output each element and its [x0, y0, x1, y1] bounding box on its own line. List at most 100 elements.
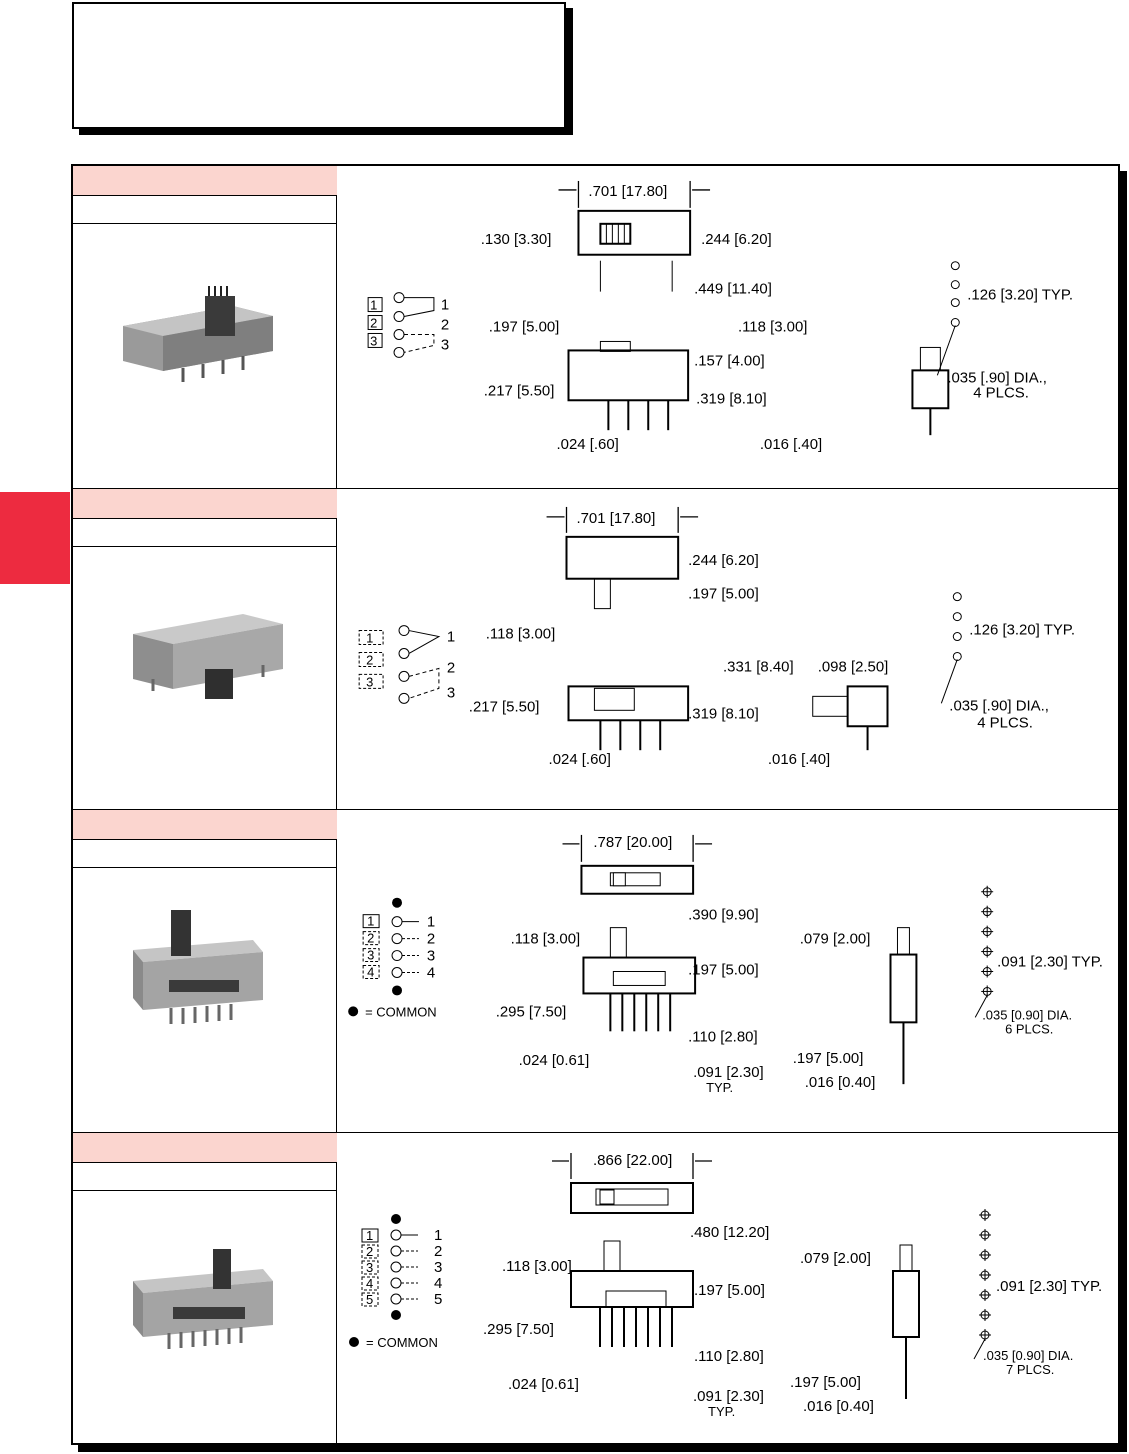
svg-text:.701 [17.80]: .701 [17.80] [588, 183, 667, 200]
svg-text:.197 [5.00]: .197 [5.00] [688, 961, 759, 978]
svg-text:2: 2 [366, 1244, 373, 1259]
circuit-schematic: 1 2 3 1 2 3 [358, 625, 455, 704]
svg-text:TYP.: TYP. [706, 1080, 733, 1095]
svg-text:2: 2 [441, 316, 449, 333]
product-row: .701 [17.80] .130 [3.30] .244 [6.20] .44… [73, 166, 1118, 489]
svg-text:3: 3 [447, 684, 455, 701]
svg-text:2: 2 [370, 315, 377, 330]
svg-text:.079 [2.00]: .079 [2.00] [800, 931, 871, 948]
svg-text:3: 3 [441, 336, 449, 353]
header-box [72, 2, 566, 129]
product-subtitle-bar [73, 1163, 337, 1191]
svg-text:4: 4 [366, 1276, 373, 1291]
svg-text:.244 [6.20]: .244 [6.20] [688, 552, 759, 569]
product-title-bar [73, 1133, 337, 1163]
svg-text:.024 [0.61]: .024 [0.61] [519, 1052, 590, 1069]
svg-text:.035 [0.90] DIA.: .035 [0.90] DIA. [983, 1348, 1073, 1363]
svg-text:.118 [3.00]: .118 [3.00] [486, 626, 555, 643]
svg-text:.319 [8.10]: .319 [8.10] [688, 705, 759, 722]
svg-text:5: 5 [434, 1291, 442, 1308]
product-subtitle-bar [73, 196, 337, 224]
svg-text:.079 [2.00]: .079 [2.00] [800, 1250, 871, 1267]
svg-text:.091 [2.30] TYP.: .091 [2.30] TYP. [997, 954, 1103, 971]
svg-text:4: 4 [434, 1275, 442, 1292]
svg-text:.016 [.40]: .016 [.40] [760, 436, 822, 453]
svg-text:1: 1 [370, 298, 377, 313]
svg-text:3: 3 [434, 1259, 442, 1276]
svg-text:1: 1 [366, 631, 373, 646]
svg-text:1: 1 [427, 914, 435, 931]
svg-text:.130 [3.30]: .130 [3.30] [481, 231, 552, 248]
svg-text:3: 3 [370, 333, 377, 348]
svg-text:4 PLCS.: 4 PLCS. [977, 714, 1033, 731]
svg-text:.126 [3.20] TYP.: .126 [3.20] TYP. [969, 622, 1075, 639]
product-info [73, 810, 337, 1132]
switch-photo [133, 1249, 273, 1349]
svg-text:.110 [2.80]: .110 [2.80] [688, 1028, 758, 1045]
svg-text:3: 3 [367, 948, 374, 963]
svg-text:2: 2 [427, 931, 435, 948]
product-title-bar [73, 489, 337, 519]
svg-text:.118 [3.00]: .118 [3.00] [511, 931, 581, 948]
svg-text:.024 [.60]: .024 [.60] [557, 436, 619, 453]
product-subtitle-bar [73, 840, 337, 868]
product-row: .787 [20.00] .390 [9.90] 1 2 3 4 1 2 3 4… [73, 810, 1118, 1133]
svg-text:.480 [12.20]: .480 [12.20] [690, 1224, 769, 1241]
svg-text:= COMMON: = COMMON [365, 1004, 437, 1019]
svg-text:5: 5 [366, 1292, 373, 1307]
circuit-schematic: 1 2 3 4 5 1 2 3 4 5 = COMMON [349, 1214, 442, 1350]
svg-text:4: 4 [427, 964, 435, 981]
svg-text:.024 [0.61]: .024 [0.61] [508, 1376, 579, 1393]
svg-text:.035 [0.90] DIA.: .035 [0.90] DIA. [982, 1007, 1072, 1022]
svg-text:.197 [5.00]: .197 [5.00] [793, 1050, 864, 1067]
svg-text:.197 [5.00]: .197 [5.00] [694, 1282, 765, 1299]
section-tab [0, 492, 70, 584]
svg-text:TYP.: TYP. [708, 1404, 735, 1419]
svg-text:6 PLCS.: 6 PLCS. [1005, 1021, 1053, 1036]
svg-text:2: 2 [447, 659, 455, 676]
svg-text:2: 2 [367, 931, 374, 946]
dimension-drawing: .701 [17.80] .244 [6.20] .197 [5.00] .11… [358, 506, 1075, 768]
switch-photo [133, 910, 263, 1024]
product-subtitle-bar [73, 519, 337, 547]
product-row: .701 [17.80] .244 [6.20] .197 [5.00] .11… [73, 489, 1118, 810]
svg-text:1: 1 [441, 297, 449, 314]
svg-text:.126 [3.20] TYP.: .126 [3.20] TYP. [967, 287, 1073, 304]
svg-text:.197 [5.00]: .197 [5.00] [790, 1374, 861, 1391]
svg-text:2: 2 [366, 652, 373, 667]
product-info [73, 489, 337, 809]
svg-text:.024 [.60]: .024 [.60] [549, 751, 611, 768]
svg-text:.197 [5.00]: .197 [5.00] [489, 318, 560, 335]
svg-text:.118 [3.00]: .118 [3.00] [502, 1258, 572, 1275]
svg-text:.110 [2.80]: .110 [2.80] [694, 1348, 764, 1365]
product-table: .701 [17.80] .130 [3.30] .244 [6.20] .44… [71, 164, 1120, 1445]
circuit-schematic: 1 2 3 1 2 3 [367, 292, 449, 358]
svg-text:.244 [6.20]: .244 [6.20] [701, 231, 772, 248]
product-info [73, 166, 337, 488]
svg-text:.091 [2.30]: .091 [2.30] [693, 1388, 764, 1405]
product-info [73, 1133, 337, 1443]
dimension-drawing: .866 [22.00] .480 [12.20] 1 2 3 4 5 1 2 … [349, 1152, 1102, 1419]
svg-text:.035 [.90] DIA.,: .035 [.90] DIA., [949, 697, 1049, 714]
dimension-drawing: .787 [20.00] .390 [9.90] 1 2 3 4 1 2 3 4… [348, 834, 1103, 1095]
svg-text:4 PLCS.: 4 PLCS. [973, 384, 1029, 401]
svg-text:.016 [0.40]: .016 [0.40] [803, 1398, 874, 1415]
switch-photo [123, 286, 273, 382]
switch-photo [133, 614, 283, 699]
product-title-bar [73, 166, 337, 196]
svg-text:1: 1 [447, 629, 455, 646]
svg-text:.866 [22.00]: .866 [22.00] [593, 1152, 672, 1169]
svg-text:3: 3 [366, 1260, 373, 1275]
svg-text:.295 [7.50]: .295 [7.50] [483, 1321, 554, 1338]
svg-text:.295 [7.50]: .295 [7.50] [496, 1003, 567, 1020]
svg-text:.091 [2.30] TYP.: .091 [2.30] TYP. [996, 1278, 1102, 1295]
circuit-schematic: 1 2 3 4 1 2 3 4 = COMMON [348, 897, 437, 1019]
svg-text:.035 [.90] DIA.,: .035 [.90] DIA., [947, 369, 1047, 386]
svg-text:4: 4 [367, 964, 374, 979]
svg-text:.157 [4.00]: .157 [4.00] [694, 352, 765, 369]
svg-text:.217 [5.50]: .217 [5.50] [484, 382, 555, 399]
svg-text:3: 3 [427, 948, 435, 965]
svg-text:.197 [5.00]: .197 [5.00] [688, 586, 759, 603]
svg-text:1: 1 [434, 1227, 442, 1244]
svg-text:.217 [5.50]: .217 [5.50] [469, 698, 540, 715]
